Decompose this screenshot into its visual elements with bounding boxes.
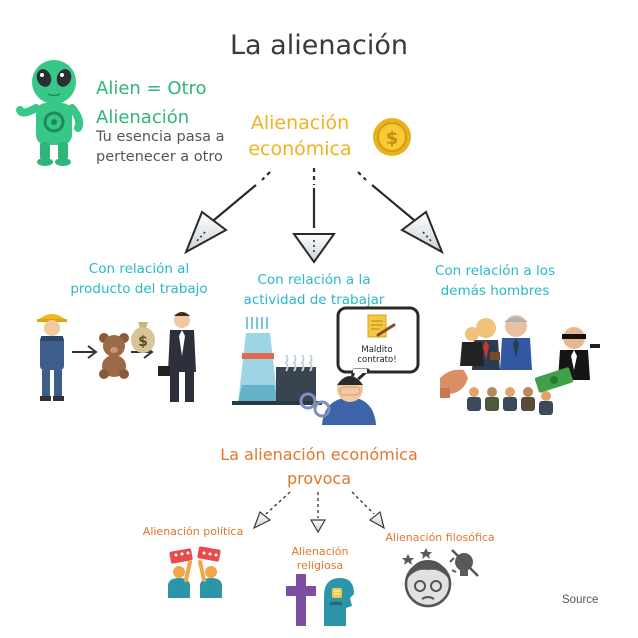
page-title: La alienación <box>230 30 408 61</box>
religious-icon <box>286 574 354 626</box>
branch-others-line2: demás hombres <box>440 283 550 299</box>
hand-icon <box>440 369 468 398</box>
handcuffs-icon <box>299 392 331 418</box>
svg-text:$: $ <box>386 128 399 149</box>
businessmen-group-icon <box>460 315 532 370</box>
activity-illustration <box>232 306 420 425</box>
sad-worker-icon <box>322 376 376 425</box>
provoca-line2: provoca <box>286 469 352 488</box>
result-politica-line1: Alienación política <box>142 525 244 538</box>
economic-line1: Alienación <box>250 112 350 134</box>
source-link[interactable]: Source <box>562 594 599 606</box>
branch-others-line1: Con relación a los <box>434 263 555 279</box>
result-religiosa-line2: religiosa <box>296 559 344 572</box>
alien-desc-line1: Tu esencia pasa a <box>96 129 225 145</box>
branch-activity-line2: actividad de trabajar <box>243 292 385 308</box>
branch-product-line1: Con relación al <box>88 261 190 277</box>
money-stack-icon <box>534 367 574 393</box>
crowd-icon <box>467 387 553 415</box>
provoca-line1: La alienación económica <box>220 445 418 464</box>
branch-product-line2: producto del trabajo <box>70 281 208 297</box>
coin-icon: $ <box>373 118 411 156</box>
speech-bubble-text: Maldito contrato! <box>357 345 397 365</box>
money-bag-icon: $ <box>131 322 155 353</box>
economic-line2: económica <box>248 138 352 160</box>
teddy-bear-icon <box>99 333 129 379</box>
political-icon <box>168 546 222 598</box>
others-illustration <box>440 315 600 415</box>
speech-bubble <box>336 306 420 374</box>
bulb-off-icon <box>451 549 479 577</box>
result-filosofica-line1: Alienación filosófica <box>385 531 495 544</box>
product-illustration: $ <box>37 312 196 402</box>
businessman-icon <box>158 312 196 402</box>
contract-icon <box>367 314 396 338</box>
factory-icon <box>232 317 322 405</box>
alien-desc-line2: pertenecer a otro <box>96 149 223 165</box>
svg-text:$: $ <box>138 334 148 350</box>
alien-equation: Alien = Otro <box>96 78 207 99</box>
branch-activity-line1: Con relación a la <box>257 272 371 288</box>
philosophical-icon <box>402 548 479 608</box>
alien-heading: Alienación <box>96 107 190 128</box>
worker-icon <box>37 314 67 401</box>
alien-icon <box>16 60 84 166</box>
result-religiosa-line1: Alienación <box>291 545 349 558</box>
